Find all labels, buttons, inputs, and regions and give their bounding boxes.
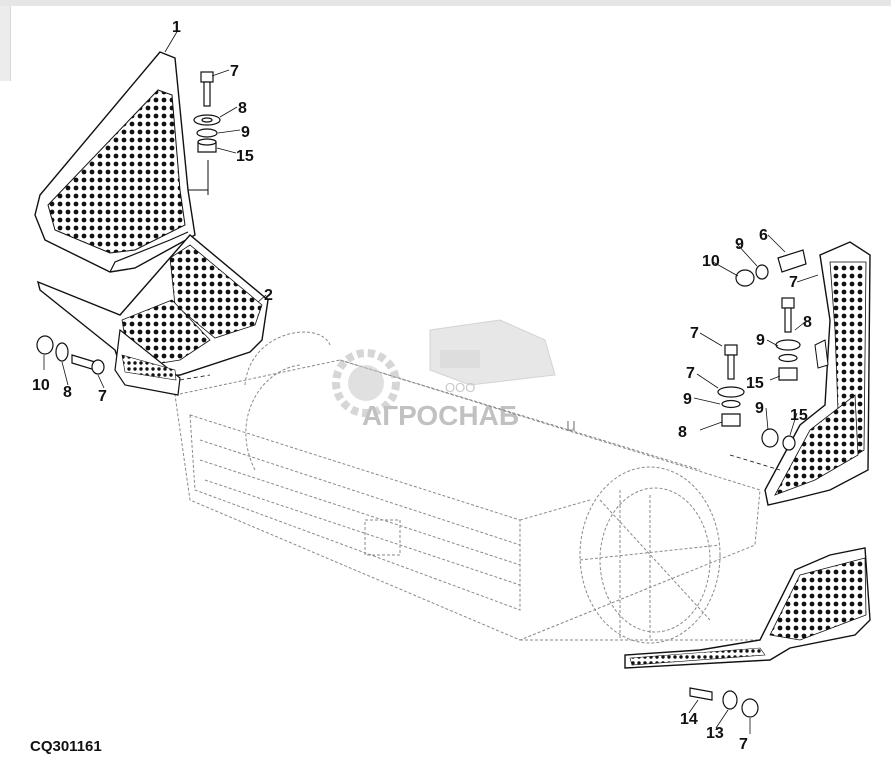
callout-label: 7 <box>690 325 699 342</box>
left-fastener-stack <box>193 71 221 153</box>
watermark-small: ООО <box>445 380 475 395</box>
left-upper-shield <box>34 51 209 273</box>
watermark-large: АГРОСНАБ <box>362 400 519 431</box>
top-border-strip <box>0 0 891 6</box>
right-side-fasteners <box>689 249 807 718</box>
callout-label: 7 <box>230 63 239 80</box>
figure-code: CQ301161 <box>30 738 102 755</box>
leader-lines <box>43 29 819 734</box>
callout-label: 7 <box>98 388 107 405</box>
callout-label: 7 <box>789 274 798 291</box>
callout-label: 9 <box>756 332 765 349</box>
callout-label: 10 <box>702 253 720 270</box>
left-side-fasteners <box>36 335 105 375</box>
callout-label: 9 <box>755 400 764 417</box>
callout-label: 15 <box>790 407 808 424</box>
callout-label: 7 <box>686 365 695 382</box>
callout-label: 9 <box>735 236 744 253</box>
watermark-suffix: u <box>566 415 576 435</box>
right-lower-plate <box>624 547 871 669</box>
callout-label: 8 <box>63 384 72 401</box>
callout-labels: 1 7 8 9 15 2 10 8 7 6 9 10 7 7 9 8 7 9 1… <box>32 19 812 753</box>
callout-label: 13 <box>706 725 724 742</box>
callout-label: 7 <box>739 736 748 753</box>
callout-label: 8 <box>678 424 687 441</box>
agrosnab-watermark: ООО АГРОСНАБ u <box>332 319 576 435</box>
callout-label: 1 <box>172 19 181 36</box>
callout-label: 8 <box>238 100 247 117</box>
left-lower-plate <box>36 234 269 396</box>
callout-label: 2 <box>264 287 273 304</box>
callout-label: 6 <box>759 227 768 244</box>
left-edge-tab <box>0 6 11 81</box>
callout-label: 15 <box>236 148 254 165</box>
callout-label: 14 <box>680 711 698 728</box>
callout-label: 9 <box>241 124 250 141</box>
right-upper-shield <box>764 241 871 506</box>
callout-label: 10 <box>32 377 50 394</box>
callout-label: 9 <box>683 391 692 408</box>
callout-label: 8 <box>803 314 812 331</box>
callout-label: 15 <box>746 375 764 392</box>
header-body-ghost <box>174 331 770 644</box>
